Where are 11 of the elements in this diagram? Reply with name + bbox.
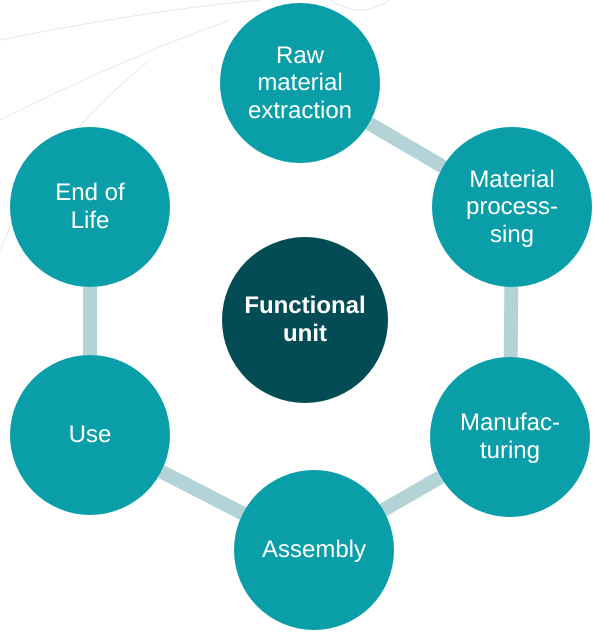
stage-label: Manufac- turing	[458, 409, 562, 465]
connector-bar	[380, 470, 444, 516]
stage-label: Material process- sing	[464, 166, 560, 248]
stage-label: Raw material extraction	[246, 42, 354, 124]
connector-bar	[366, 117, 446, 173]
connector-bar	[83, 287, 97, 355]
center-label: Functional unit	[243, 292, 367, 348]
stage-label: Assembly	[260, 536, 368, 564]
stage-label: Use	[68, 421, 112, 449]
stage-label: End of Life	[54, 179, 126, 235]
connector-bar	[504, 286, 518, 358]
